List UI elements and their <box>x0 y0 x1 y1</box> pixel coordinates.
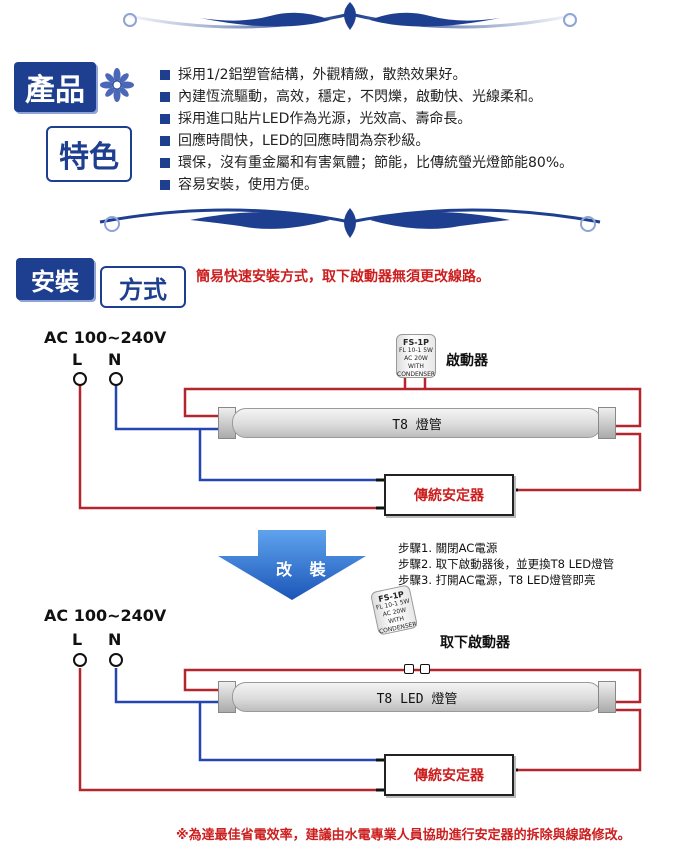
wire-red-right-1 <box>510 432 642 492</box>
bullet-square-icon <box>160 136 170 146</box>
terminal-l-icon <box>73 653 87 667</box>
bullet-square-icon <box>160 92 170 102</box>
starter-label: 啟動器 <box>446 353 488 369</box>
feature-badge-secondary: 特色 <box>46 126 132 182</box>
ac-voltage-label: AC 100~240V <box>44 606 167 625</box>
t8-led-tube: T8 LED 燈管 <box>232 682 602 712</box>
conversion-steps: 步驟1. 關閉AC電源 步驟2. 取下啟動器後，並更換T8 LED燈管 步驟3.… <box>398 540 614 588</box>
ballast-box: 傳統安定器 <box>384 754 514 796</box>
feature-badge-primary: 產品 <box>14 62 96 112</box>
removed-starter-component: FS-1P FL 10-1 5W AC 20W WITH CONDENSER <box>369 584 419 636</box>
step-item: 步驟3. 打開AC電源，T8 LED燈管即亮 <box>398 573 596 587</box>
terminal-n-icon <box>109 372 123 386</box>
middle-scroll-ornament-icon <box>99 208 601 238</box>
wire-red-left-1 <box>78 384 384 510</box>
footnote: ※為達最佳省電效率，建議由水電專業人員協助進行安定器的拆除與線路修改。 <box>176 828 631 843</box>
terminal-l-icon <box>73 372 87 386</box>
tube-endcap-right <box>598 407 616 439</box>
wire-blue-2 <box>114 668 218 704</box>
feature-item: 採用1/2鋁塑管結構，外觀精緻，散熱效果好。 <box>160 64 573 86</box>
feature-item: 容易安裝，使用方便。 <box>160 174 573 196</box>
terminal-l-label: L <box>72 630 83 649</box>
down-arrow-icon <box>218 530 366 600</box>
terminal-n-icon <box>109 653 123 667</box>
install-badge-secondary: 方式 <box>100 266 186 308</box>
bullet-square-icon <box>160 180 170 190</box>
feature-list: 採用1/2鋁塑管結構，外觀精緻，散熱效果好。 內建恆流驅動，高效，穩定，不閃爍，… <box>160 64 573 196</box>
tube-endcap-right <box>598 681 616 713</box>
starter-socket-right <box>420 664 430 674</box>
step-item: 步驟2. 取下啟動器後，並更換T8 LED燈管 <box>398 557 615 571</box>
install-badge-primary: 安裝 <box>16 258 94 300</box>
terminal-l-label: L <box>72 350 83 369</box>
starter-socket-left <box>404 664 414 674</box>
bullet-square-icon <box>160 158 170 168</box>
t8-tube: T8 燈管 <box>232 408 602 438</box>
starter-component: FS-1P FL 10-1 5W AC 20W WITH CONDENSER <box>396 334 436 378</box>
flower-icon <box>100 68 134 102</box>
terminal-n-label: N <box>108 630 122 649</box>
wire-blue-1 <box>114 384 218 431</box>
bullet-square-icon <box>160 70 170 80</box>
feature-item: 內建恆流驅動，高效，穩定，不閃爍，啟動快、光線柔和。 <box>160 86 573 108</box>
wire-red-right-2 <box>510 708 642 772</box>
remove-starter-label: 取下啟動器 <box>440 635 510 651</box>
step-item: 步驟1. 關閉AC電源 <box>398 541 498 555</box>
ac-voltage-label: AC 100~240V <box>44 328 167 347</box>
terminal-n-label: N <box>108 350 122 369</box>
feature-item: 回應時間快，LED的回應時間為奈秒級。 <box>160 130 573 152</box>
bullet-square-icon <box>160 114 170 124</box>
feature-item: 環保，沒有重金屬和有害氣體；節能，比傳統螢光燈節能80%。 <box>160 152 573 174</box>
ballast-box: 傳統安定器 <box>384 474 514 516</box>
top-scroll-ornament-icon <box>119 2 581 30</box>
conversion-label: 改 裝 <box>276 560 332 579</box>
install-subtitle: 簡易快速安裝方式，取下啟動器無須更改線路。 <box>196 269 490 285</box>
feature-item: 採用進口貼片LED作為光源，光效高、壽命長。 <box>160 108 573 130</box>
